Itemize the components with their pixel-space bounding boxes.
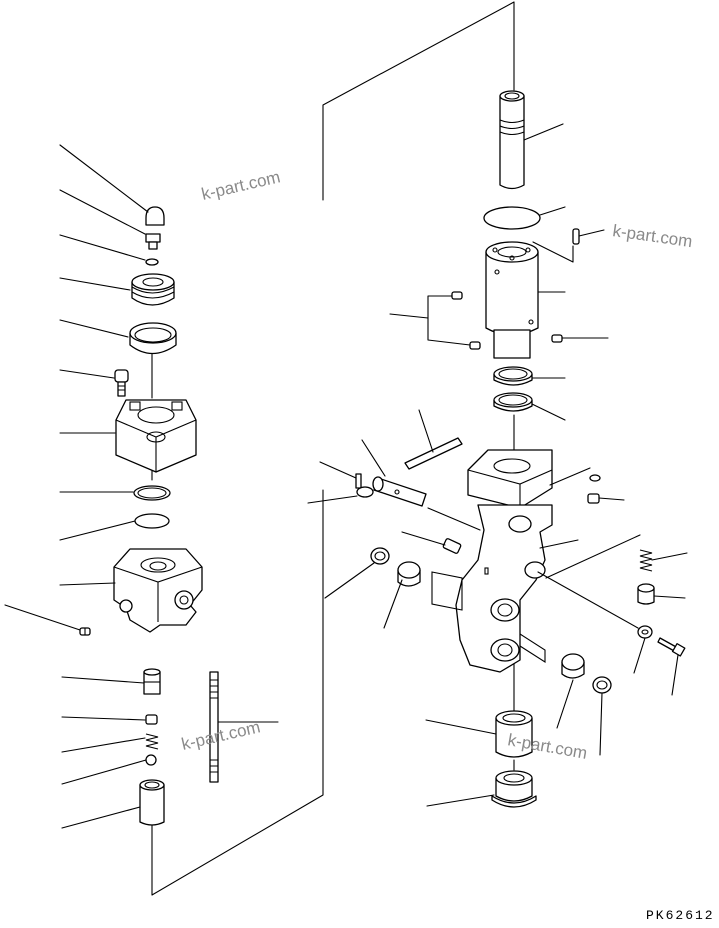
seal-ring-part bbox=[592, 676, 612, 694]
assembly-connector-lines bbox=[151, 1, 515, 896]
small-pin-part bbox=[355, 473, 362, 489]
pin-shaft-part bbox=[372, 476, 427, 507]
watermarks: k-part.com k-part.com k-part.com k-part.… bbox=[180, 167, 694, 763]
washer-part bbox=[637, 625, 653, 639]
watermark-text: k-part.com bbox=[200, 167, 283, 204]
cap-screw-part bbox=[551, 334, 563, 343]
cylinder-body-part bbox=[485, 241, 539, 359]
cap-screw-part bbox=[469, 341, 481, 350]
disc-part bbox=[483, 206, 541, 230]
seal-disc-part bbox=[134, 513, 170, 529]
stud-bolt-part bbox=[209, 671, 219, 783]
bottom-sleeve-part bbox=[139, 779, 165, 826]
socket-screw-part bbox=[114, 369, 129, 397]
seal-ring-part bbox=[370, 547, 390, 565]
drawing-code: PK62612 bbox=[646, 908, 715, 923]
o-ring-inner bbox=[137, 487, 167, 499]
flange-bracket-part bbox=[467, 449, 553, 509]
upper-block-part bbox=[115, 399, 197, 473]
cap-part bbox=[145, 206, 165, 226]
right-assembly bbox=[355, 90, 686, 808]
top-pipe-part bbox=[499, 90, 525, 190]
ball-part bbox=[145, 754, 157, 766]
watermark-text: k-part.com bbox=[611, 221, 693, 251]
spring-part bbox=[145, 733, 159, 750]
lever-body-part bbox=[431, 504, 553, 673]
nipple-fitting-part bbox=[442, 538, 462, 554]
hex-bolt-part bbox=[657, 637, 686, 657]
threaded-plug-part bbox=[131, 273, 175, 306]
valve-body-part bbox=[113, 548, 203, 633]
left-assembly bbox=[79, 206, 219, 826]
sleeve-fitting-part bbox=[143, 668, 161, 695]
flanged-bushing-part bbox=[491, 770, 537, 808]
watermark-text: k-part.com bbox=[180, 717, 263, 754]
leader-lines bbox=[4, 123, 688, 829]
spring-part bbox=[639, 549, 653, 572]
watermark-text: k-part.com bbox=[506, 730, 588, 763]
bushing-part bbox=[561, 653, 585, 679]
shaft-part bbox=[404, 437, 463, 470]
small-bushing-part bbox=[356, 486, 374, 498]
small-bolt-part bbox=[145, 233, 161, 250]
lower-bushing-part bbox=[495, 710, 533, 758]
cap-screw-part bbox=[451, 291, 463, 300]
washer-part bbox=[145, 258, 159, 266]
small-nut-part bbox=[145, 714, 158, 725]
pin-part bbox=[572, 228, 580, 245]
ring-part bbox=[129, 322, 177, 355]
washer-part bbox=[589, 474, 601, 482]
bushing-part bbox=[397, 561, 421, 587]
nut-part bbox=[587, 493, 600, 504]
small-screw-part bbox=[79, 627, 91, 636]
bearing-part bbox=[493, 392, 533, 412]
plug-part bbox=[637, 583, 655, 605]
bearing-part bbox=[493, 366, 533, 386]
